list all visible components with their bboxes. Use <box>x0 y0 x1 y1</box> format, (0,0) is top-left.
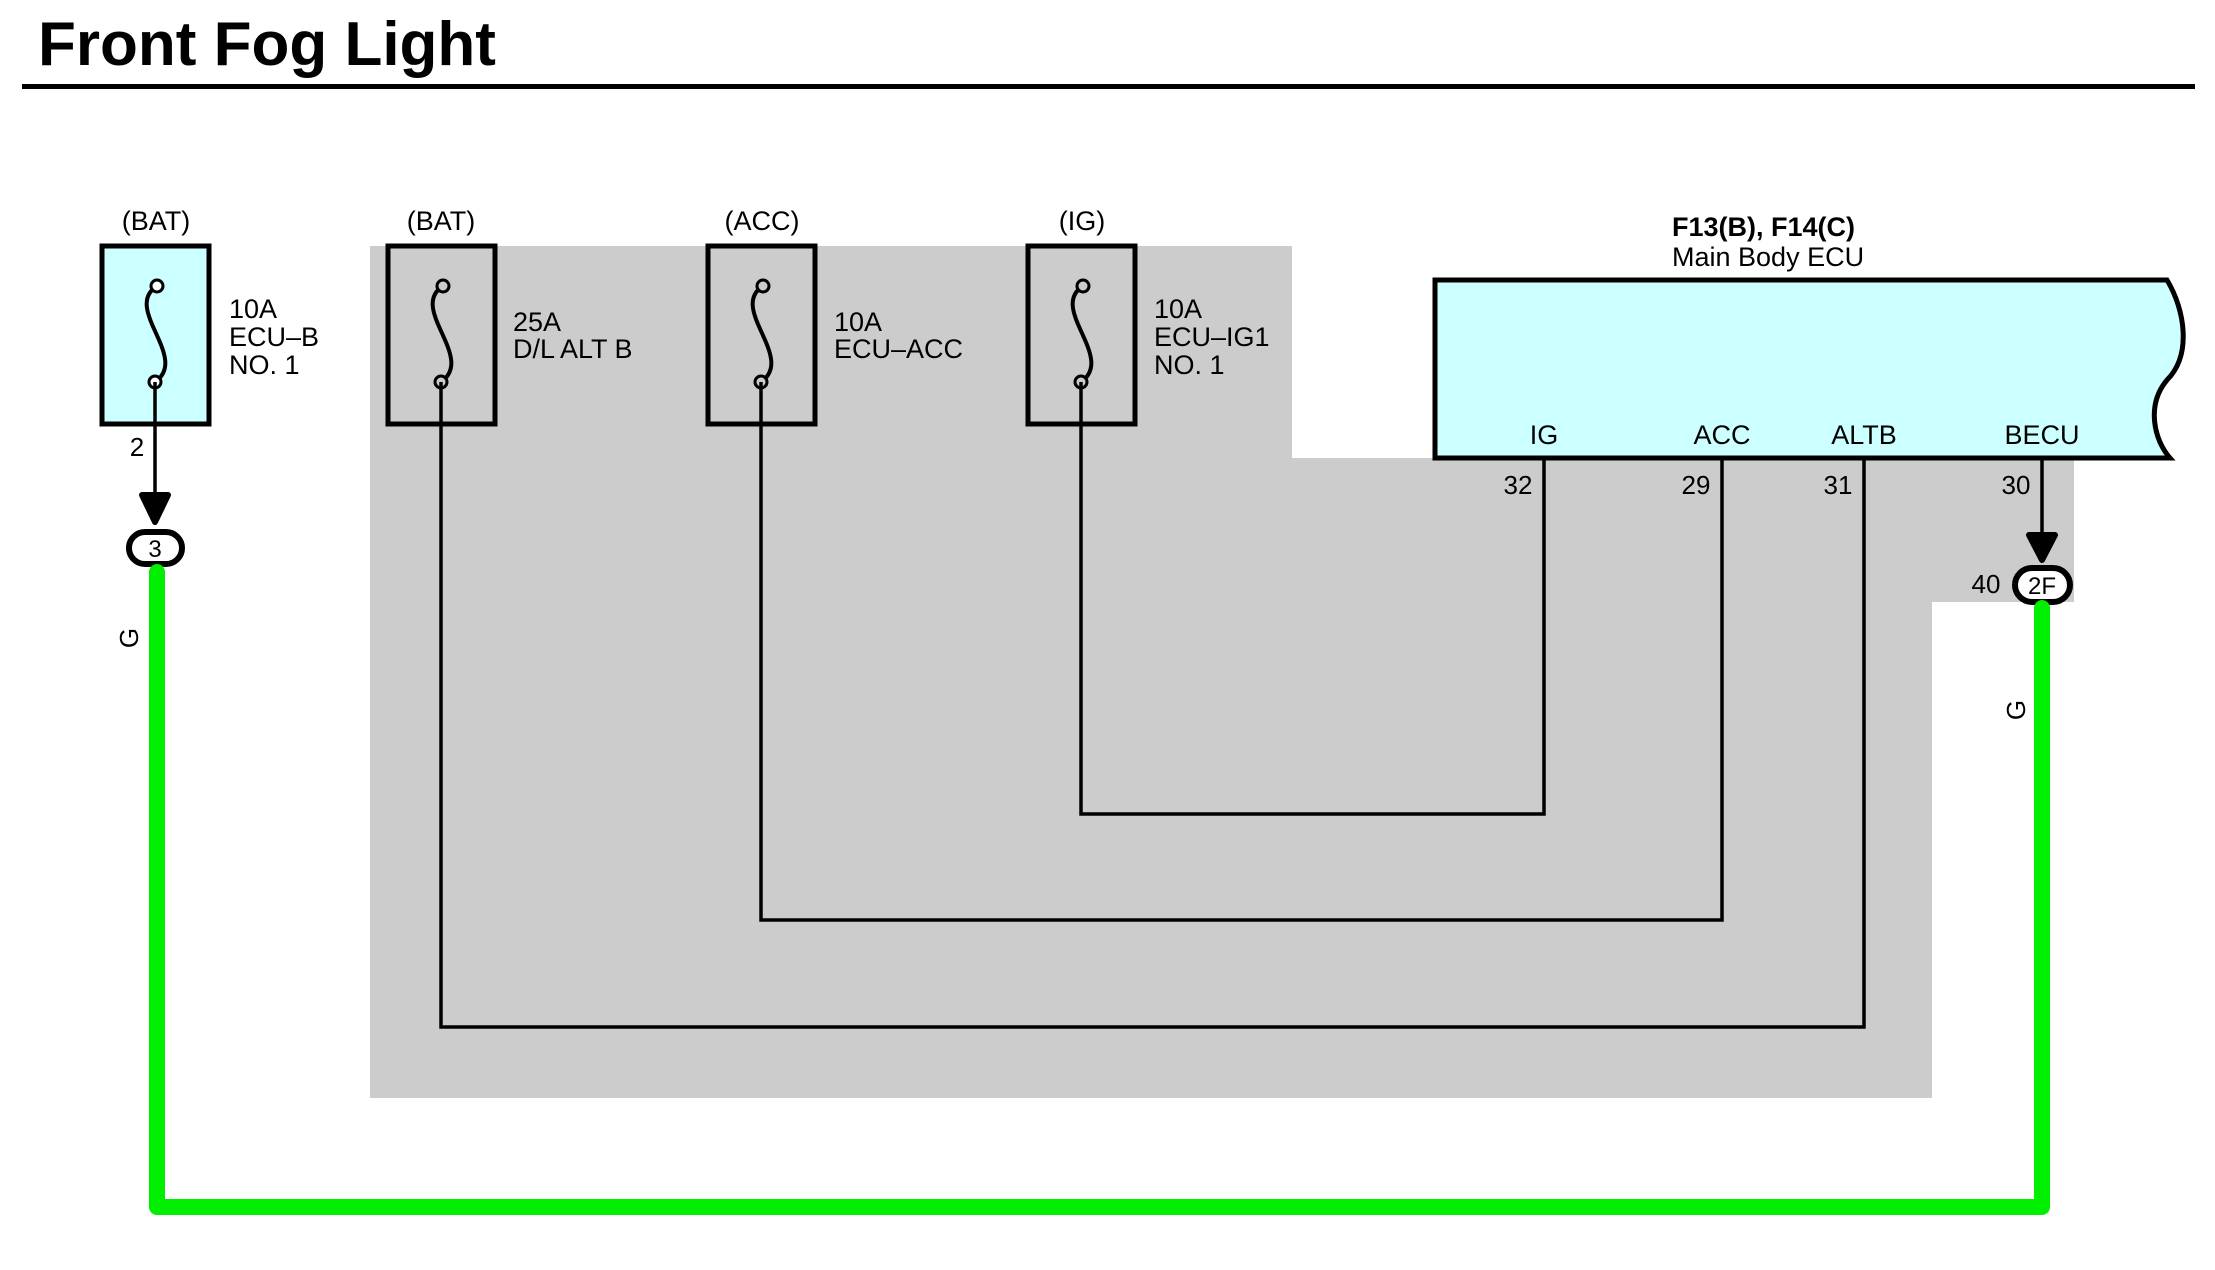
fuse-terminal-icon <box>149 278 165 294</box>
fuse-ecu-b: (BAT) 10A ECU–B NO. 1 <box>99 206 319 427</box>
ecu-pin-acc: 29 <box>1682 470 1711 500</box>
wire-color-left: G <box>114 628 144 648</box>
wire-acc <box>759 382 1724 922</box>
ecu-pin-ig: 32 <box>1504 470 1533 500</box>
connector-2f-pin: 40 <box>1972 569 2001 599</box>
fuse-dl-alt-b: (BAT) 25A D/L ALT B <box>385 206 633 427</box>
fuse-ecu-acc: (ACC) 10A ECU–ACC <box>705 206 963 427</box>
connector-3 <box>126 529 185 567</box>
ecu-pin-altb: 31 <box>1824 470 1853 500</box>
ecu-terminal-altb: ALTB <box>1831 420 1897 450</box>
ecu-terminal-acc: ACC <box>1693 420 1750 450</box>
connector-2f-label: 2F <box>2028 573 2056 600</box>
fuse-source-label: (BAT) <box>122 206 191 236</box>
fuse-rating: 10A <box>229 294 277 324</box>
fuse-icon <box>144 284 168 384</box>
page-title: Front Fog Light <box>38 10 496 79</box>
fuse-rating: 25A <box>513 307 561 337</box>
ecu-name: Main Body ECU <box>1672 242 1864 272</box>
title-underline <box>22 84 2195 89</box>
wire-green-g <box>149 564 2050 1215</box>
fuse-icon <box>750 284 774 384</box>
wire-altb <box>439 382 1866 1029</box>
fuse-icon <box>1070 284 1094 384</box>
fuse-output-pin: 2 <box>130 432 144 462</box>
main-body-ecu: F13(B), F14(C) Main Body ECU IG ACC ALTB… <box>1432 212 2186 500</box>
fuse-ecu-ig1: (IG) 10A ECU–IG1 NO. 1 <box>1025 206 1270 427</box>
fuse-name: ECU–IG1 <box>1154 322 1270 352</box>
fuse-icon <box>430 284 454 384</box>
fuse-rating: 10A <box>1154 294 1202 324</box>
fuse-name: D/L ALT B <box>513 334 633 364</box>
fuse-name: ECU–B <box>229 322 319 352</box>
fuse-rating: 10A <box>834 307 882 337</box>
fuse-name: ECU–ACC <box>834 334 963 364</box>
ecu-pin-becu: 30 <box>2002 470 2031 500</box>
fuse-name-line2: NO. 1 <box>229 350 300 380</box>
wire-color-right: G <box>2001 700 2031 720</box>
fuse-source-label: (IG) <box>1059 206 1106 236</box>
ecu-body <box>1432 277 2186 461</box>
fuse-name-line2: NO. 1 <box>1154 350 1225 380</box>
arrow-down-icon <box>2026 532 2058 563</box>
arrow-down-icon <box>139 492 171 525</box>
ecu-terminal-ig: IG <box>1530 420 1559 450</box>
fuse-terminal-icon <box>1075 278 1091 294</box>
ecu-terminal-becu: BECU <box>2004 420 2079 450</box>
ecu-connector-ids: F13(B), F14(C) <box>1672 212 1855 242</box>
fuse-terminal-icon <box>435 278 451 294</box>
fuse-source-label: (ACC) <box>725 206 800 236</box>
wire-ig <box>1079 382 1546 816</box>
fuse-terminal-icon <box>755 278 771 294</box>
fuse-source-label: (BAT) <box>407 206 476 236</box>
connector-3-label: 3 <box>148 536 161 563</box>
